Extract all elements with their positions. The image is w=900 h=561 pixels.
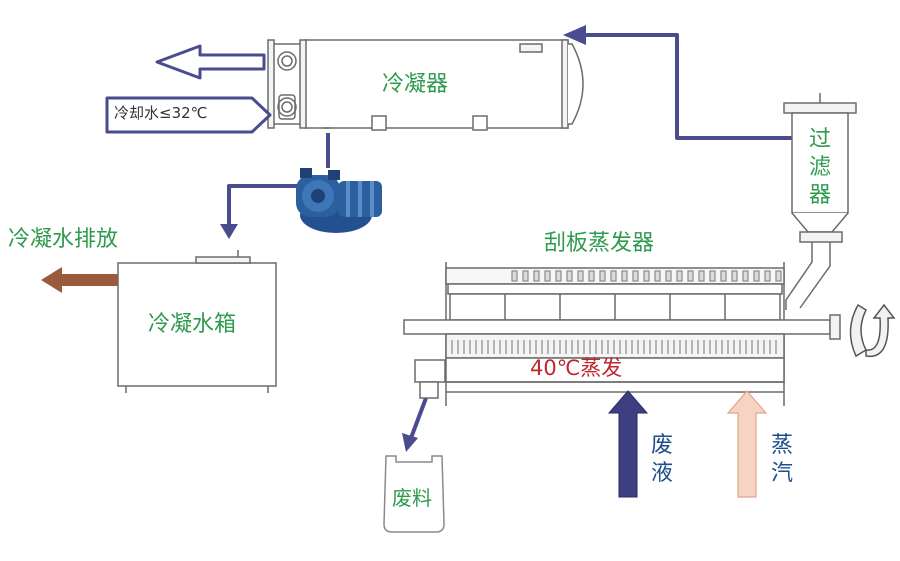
vapor-pipe-arrowhead bbox=[563, 25, 586, 45]
rotation-arrow-icon bbox=[849, 303, 896, 358]
pump-discharge-pipe bbox=[227, 184, 298, 226]
scraper-evaporator-label: 刮板蒸发器 bbox=[544, 231, 655, 256]
waste-pipe bbox=[409, 397, 428, 439]
waste-bucket bbox=[383, 455, 445, 533]
condensate-discharge-label: 冷凝水排放 bbox=[8, 227, 119, 252]
evaporation-temp-label: 40℃蒸发 bbox=[530, 356, 623, 380]
waste-pipe-arrowhead bbox=[402, 433, 418, 452]
condenser-label: 冷凝器 bbox=[382, 72, 449, 97]
condensate-discharge-arrow bbox=[41, 267, 118, 293]
waste-liquid-label: 废液 bbox=[650, 433, 673, 486]
waste-liquid-arrow bbox=[607, 390, 649, 498]
scraper-evaporator bbox=[403, 262, 841, 406]
evaporator-scraper-teeth bbox=[451, 270, 782, 354]
pump-discharge-arrowhead bbox=[220, 224, 238, 239]
condensate-tank-label: 冷凝水箱 bbox=[148, 312, 237, 337]
condensate-tank bbox=[117, 250, 277, 393]
waste-material-label: 废料 bbox=[392, 486, 432, 510]
steam-arrow bbox=[726, 390, 768, 498]
filter bbox=[783, 93, 857, 310]
vacuum-pump bbox=[296, 168, 382, 233]
condenser bbox=[267, 39, 584, 131]
condenser-outlet-arrow bbox=[155, 44, 266, 80]
steam-label: 蒸汽 bbox=[770, 433, 793, 486]
vapor-pipe bbox=[585, 33, 794, 140]
cooling-water-label: 冷却水≤32℃ bbox=[114, 104, 208, 122]
filter-label: 过滤器 bbox=[808, 127, 831, 208]
cooling-water-arrow-box bbox=[105, 96, 272, 134]
